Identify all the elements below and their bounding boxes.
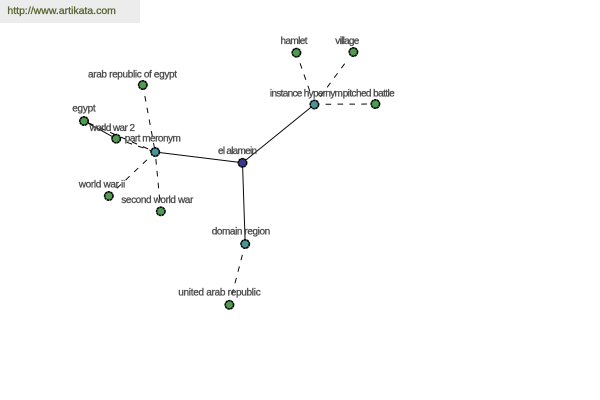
svg-text:pitched battle: pitched battle	[343, 89, 395, 100]
svg-text:part meronym: part meronym	[125, 134, 181, 145]
svg-text:world war 2: world war 2	[89, 123, 136, 134]
svg-text:domain region: domain region	[212, 227, 271, 238]
svg-text:instance hypernym: instance hypernym	[270, 89, 343, 100]
svg-text:hamlet: hamlet	[281, 36, 308, 47]
svg-text:arab republic of egypt: arab republic of egypt	[88, 70, 177, 81]
svg-text:egypt: egypt	[72, 104, 96, 115]
svg-text:village: village	[335, 36, 359, 47]
svg-text:el alamein: el alamein	[218, 146, 257, 157]
svg-text:united arab republic: united arab republic	[178, 288, 261, 299]
svg-text:second world war: second world war	[121, 195, 194, 206]
svg-text:world war ii: world war ii	[78, 179, 126, 190]
